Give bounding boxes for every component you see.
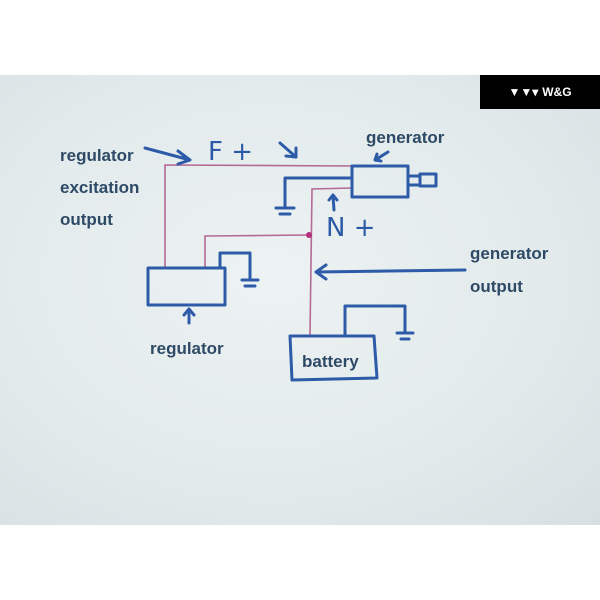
watermark: ▼▼▾ W&G: [480, 75, 600, 109]
regulator-excitation-label-line3: output: [60, 210, 113, 229]
arrow-icon: [182, 307, 196, 325]
generator-output-label-line1: generator: [470, 244, 549, 263]
arrow-icon: [373, 150, 390, 163]
arrow-icon: [143, 146, 192, 166]
regulator-label: regulator: [150, 339, 224, 358]
ground-icon: [395, 331, 415, 341]
generator-output-label-line2: output: [470, 277, 523, 296]
diagram-photo: [0, 75, 600, 525]
regulator-excitation-label-line1: regulator: [60, 146, 134, 165]
armature-wire: [309, 187, 353, 337]
ground-icon: [240, 278, 260, 288]
generator-label: generator: [366, 128, 445, 147]
excitation-wire: [164, 164, 356, 268]
arrow-icon: [278, 141, 298, 159]
arrow-icon: [327, 193, 339, 212]
generator-output-arrow: [314, 263, 467, 281]
junction-dot: [306, 232, 312, 238]
regulator-ground-wire: [218, 251, 252, 281]
generator-box: [350, 164, 410, 199]
regulator-excitation-label-line2: excitation: [60, 178, 139, 197]
armature-plus-label: N +: [326, 213, 376, 243]
battery-label: battery: [302, 352, 359, 371]
generator-shaft-icon: [406, 172, 438, 188]
watermark-text: W&G: [542, 85, 572, 99]
logo-icon: ▼▼▾: [508, 85, 539, 99]
battery-ground-wire: [343, 304, 407, 338]
generator-ground-wire: [283, 176, 354, 209]
regulator-box: [146, 266, 227, 307]
field-plus-label: F +: [208, 137, 253, 167]
ground-icon: [274, 206, 296, 216]
regulator-sense-wire: [204, 234, 310, 268]
